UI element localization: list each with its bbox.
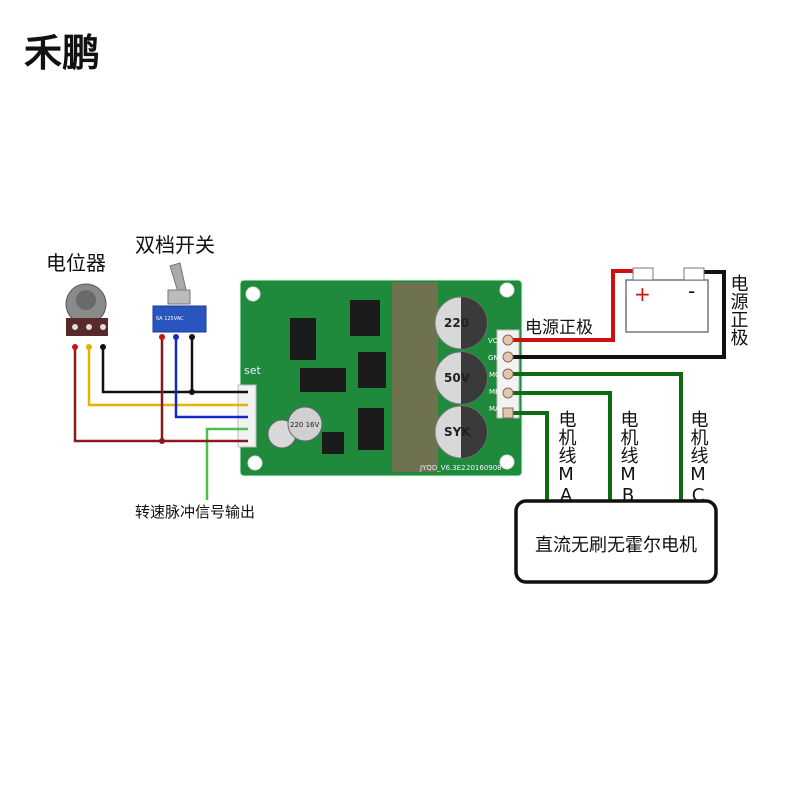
switch-rating: 6A 125VAC xyxy=(156,316,184,322)
set-label: set xyxy=(244,364,261,377)
pin-labels: VCC GND MC MB MA xyxy=(488,337,504,413)
toggle-switch: 6A 125VAC xyxy=(152,262,207,333)
power-positive-label: 电源正极 xyxy=(525,318,593,338)
capacitor: SYK xyxy=(434,405,488,459)
wire-green-pulse xyxy=(205,427,248,500)
board-date: 20160908 xyxy=(466,464,502,472)
wire-yellow xyxy=(87,347,248,407)
wire-gnd xyxy=(508,270,726,359)
battery-minus-sign: - xyxy=(688,279,695,303)
capacitor-label: 220 xyxy=(444,316,469,330)
motor-label: 直流无刷无霍尔电机 xyxy=(535,535,697,556)
switch-label: 双档开关 xyxy=(135,233,215,257)
pin-ma-label: MA xyxy=(489,405,500,413)
motor-wire-a-label: 电机线MA xyxy=(556,410,577,506)
capacitor: 50V xyxy=(434,351,488,405)
board-model: JYQD_V6.3E2 xyxy=(419,464,466,472)
wire-ma xyxy=(508,411,549,502)
wire-vcc xyxy=(508,269,636,342)
motor-wire-c-label: 电机线MC xyxy=(688,410,709,506)
capacitor-label: 50V xyxy=(444,371,471,385)
small-capacitor-label: 220 16V xyxy=(290,421,319,429)
potentiometer xyxy=(65,283,108,336)
wire-mb xyxy=(508,391,612,502)
battery: + - xyxy=(625,267,709,333)
capacitor: 220 xyxy=(434,296,488,350)
driver-board: 220 50V SYK 220 16V set JYQD_V6.3E2 2016… xyxy=(237,279,523,477)
wire-mc xyxy=(508,372,683,502)
wire-blue xyxy=(174,337,248,419)
battery-plus-sign: + xyxy=(634,282,651,306)
capacitor-label: SYK xyxy=(444,425,471,439)
pin-gnd-label: GND xyxy=(488,354,504,362)
motor-box xyxy=(514,499,718,584)
pin-mc-label: MC xyxy=(489,371,500,379)
power-negative-side-label: 电源正极 xyxy=(728,274,749,346)
wire-black xyxy=(101,347,248,394)
pin-vcc-label: VCC xyxy=(488,337,503,345)
power-motor-wires xyxy=(508,269,726,502)
control-wires xyxy=(73,337,248,500)
potentiometer-label: 电位器 xyxy=(46,251,106,275)
pin-mb-label: MB xyxy=(489,388,500,396)
wire-dark-red xyxy=(73,347,248,443)
speed-pulse-output-label: 转速脉冲信号输出 xyxy=(135,503,255,521)
motor-wire-b-label: 电机线MB xyxy=(618,410,639,506)
logo: 禾鹏 xyxy=(24,30,100,75)
